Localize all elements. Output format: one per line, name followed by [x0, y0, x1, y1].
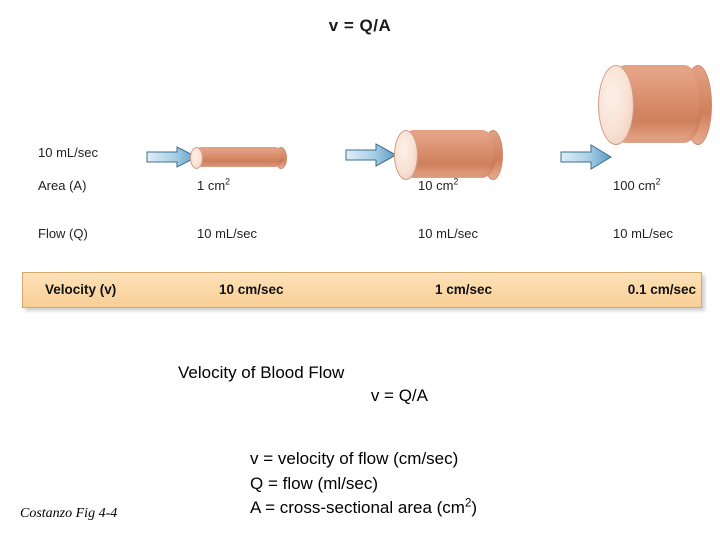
area-value-col1-exponent: 2	[225, 176, 231, 187]
cylinder-vessel-icon-large	[598, 65, 712, 145]
velocity-value-col3: 0.1 cm/sec	[627, 282, 696, 297]
flow-value-col3: 10 mL/sec	[613, 226, 673, 241]
vessel-left-cap	[190, 147, 203, 169]
right-arrow-icon	[345, 143, 397, 167]
velocity-value-col2: 1 cm/sec	[434, 282, 492, 297]
area-value-col1: 1 cm2	[197, 176, 231, 193]
top-formula: v = Q/A	[328, 16, 392, 35]
definition-area-base: A = cross-sectional area (cm	[250, 498, 465, 518]
variable-definitions: v = velocity of flow (cm/sec) Q = flow (…	[250, 447, 477, 521]
flow-value-col2: 10 mL/sec	[418, 226, 478, 241]
figure-caption: Velocity of Blood Flow v = Q/A	[178, 362, 428, 408]
velocity-highlight-row: Velocity (v) 10 cm/sec 1 cm/sec 0.1 cm/s…	[22, 272, 702, 308]
vessel-left-cap	[394, 130, 418, 180]
caption-formula: v = Q/A	[370, 385, 428, 405]
definition-area-close: )	[471, 498, 478, 518]
flow-value-col1: 10 mL/sec	[197, 226, 257, 241]
source-attribution: Costanzo Fig 4-4	[20, 506, 118, 521]
cylinder-vessel-icon-small	[190, 147, 287, 169]
cylinder-vessel-icon-medium	[394, 130, 503, 180]
definition-flow: Q = flow (ml/sec)	[250, 473, 378, 493]
area-value-col3: 100 cm2	[613, 176, 661, 193]
definition-area-exponent: 2	[464, 497, 472, 510]
definition-velocity: v = velocity of flow (cm/sec)	[250, 449, 459, 468]
row-label-area: Area (A)	[38, 178, 87, 193]
caption-title: Velocity of Blood Flow	[178, 363, 345, 382]
area-value-col1-base: 1 cm	[197, 178, 226, 193]
inflow-rate-label: 10 mL/sec	[38, 145, 98, 160]
definition-area: A = cross-sectional area (cm2)	[250, 496, 477, 521]
area-value-col3-base: 100 cm	[613, 178, 656, 193]
row-label-flow: Flow (Q)	[38, 226, 88, 241]
right-arrow-icon	[146, 146, 198, 168]
row-label-velocity: Velocity (v)	[45, 282, 117, 297]
area-value-col2-exponent: 2	[453, 176, 459, 187]
area-value-col2-base: 10 cm	[418, 178, 454, 193]
area-value-col2: 10 cm2	[418, 176, 459, 193]
velocity-value-col1: 10 cm/sec	[219, 282, 284, 297]
vessel-diagram-row: 10 mL/sec	[0, 55, 720, 180]
vessel-body	[193, 147, 283, 167]
right-arrow-icon	[560, 144, 612, 170]
vessel-left-cap	[598, 65, 634, 145]
area-value-col3-exponent: 2	[655, 176, 661, 187]
